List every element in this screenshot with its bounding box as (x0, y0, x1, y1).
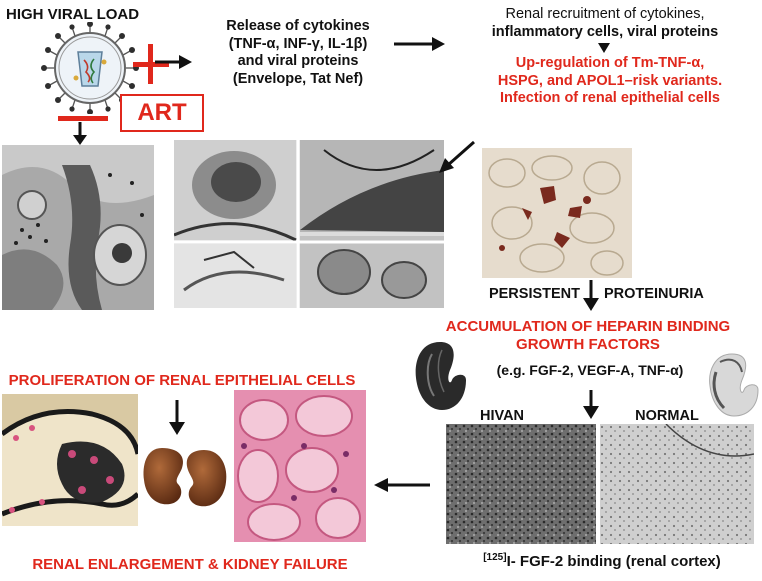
persistent-label: PERSISTENT (470, 286, 580, 304)
upregulation-text: Up-regulation of Tm-TNF-α, HSPG, and APO… (460, 55, 760, 108)
caption-main: I- FGF-2 binding (renal cortex) (507, 553, 721, 570)
right-arrow-icon (155, 54, 193, 70)
tubular-histology-he (234, 390, 366, 542)
down-arrow-icon (582, 280, 600, 312)
proliferation-title: PROLIFERATION OF RENAL EPITHELIAL CELLS (0, 372, 364, 390)
down-arrow-icon (72, 122, 88, 146)
electron-micrograph-left (2, 145, 154, 310)
release-line-2: (TNF-α, INF-γ, IL-1β) (198, 36, 398, 54)
accumulation-line-1: ACCUMULATION OF HEPARIN BINDING (418, 318, 758, 336)
left-arrow-icon (372, 476, 430, 494)
upregulation-line-2: HSPG, and APOL1–risk variants. (460, 73, 760, 91)
glomerulus-histology (2, 394, 138, 526)
enlarged-kidneys-photo (140, 444, 230, 510)
iodine-125-superscript: [125] (483, 552, 506, 563)
diagonal-arrow-icon (436, 140, 476, 176)
right-arrow-icon (394, 36, 446, 52)
release-line-1: Release of cytokines (198, 18, 398, 36)
renal-recruitment-text: Renal recruitment of cytokines, inflamma… (452, 6, 758, 41)
renal-histology-stained (482, 148, 632, 278)
accumulation-text: ACCUMULATION OF HEPARIN BINDING GROWTH F… (418, 318, 758, 355)
accumulation-examples: (e.g. FGF-2, VEGF-A, TNF-α) (470, 362, 710, 379)
down-arrow-icon (168, 400, 186, 436)
upregulation-line-3: Infection of renal epithelial cells (460, 90, 760, 108)
down-arrow-icon (582, 390, 600, 420)
electron-micrograph-grid (174, 140, 444, 308)
upregulation-line-1: Up-regulation of Tm-TNF-α, (460, 55, 760, 73)
release-line-3: and viral proteins (198, 53, 398, 71)
autoradiograph-cortex-panel (446, 424, 754, 544)
renal-line-1: Renal recruitment of cytokines, (452, 6, 758, 24)
cytokine-release-text: Release of cytokines (TNF-α, INF-γ, IL-1… (198, 18, 398, 89)
art-label: ART (120, 94, 204, 132)
kidney-autoradiograph-hivan (412, 340, 468, 412)
down-triangle-icon (598, 42, 610, 54)
release-line-4: (Envelope, Tat Nef) (198, 71, 398, 89)
fgf2-binding-caption: [125]I- FGF-2 binding (renal cortex) (446, 552, 758, 571)
renal-line-2: inflammatory cells, viral proteins (452, 24, 758, 42)
proteinuria-label: PROTEINURIA (604, 286, 734, 304)
kidney-failure-title: RENAL ENLARGEMENT & KIDNEY FAILURE (0, 556, 380, 574)
